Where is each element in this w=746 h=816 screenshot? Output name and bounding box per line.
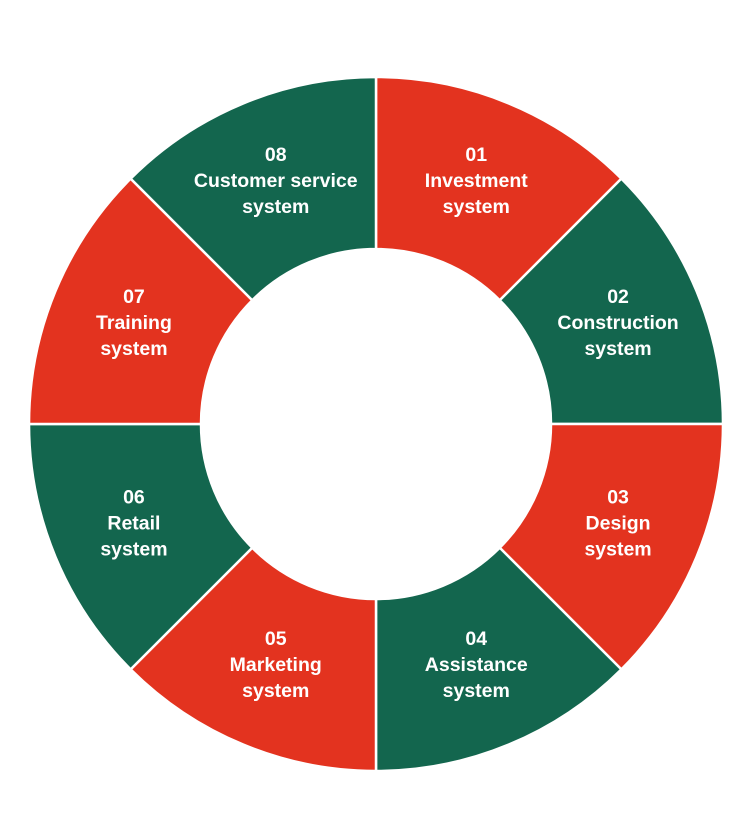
labels-layer: 01Investmentsystem02Constructionsystem03… xyxy=(96,144,679,702)
segment-title-line: Assistance xyxy=(425,654,528,676)
segment-06 xyxy=(27,422,255,672)
segment-title-line: Retail xyxy=(107,512,160,534)
segment-title-line: Marketing xyxy=(230,654,322,676)
segment-03 xyxy=(497,422,725,672)
segment-01 xyxy=(374,75,624,303)
segment-title-line: system xyxy=(443,680,510,702)
segment-number: 05 xyxy=(265,628,287,650)
segment-08 xyxy=(128,75,378,303)
segment-title-line: system xyxy=(443,196,510,218)
segment-title-line: system xyxy=(100,338,167,360)
segment-07 xyxy=(27,176,255,426)
segment-number: 02 xyxy=(607,286,629,308)
segments-layer xyxy=(27,75,725,773)
segment-05 xyxy=(128,545,378,773)
segment-title-line: Customer service xyxy=(194,170,358,192)
segment-title-line: system xyxy=(584,538,651,560)
segment-number: 01 xyxy=(465,144,487,166)
segment-title-line: Design xyxy=(586,512,651,534)
segment-title-line: Training xyxy=(96,312,172,334)
segment-number: 07 xyxy=(123,286,145,308)
segment-number: 08 xyxy=(265,144,287,166)
segment-02 xyxy=(497,176,725,426)
segment-title-line: system xyxy=(100,538,167,560)
segment-title-line: system xyxy=(584,338,651,360)
segment-number: 04 xyxy=(465,628,487,650)
segment-04 xyxy=(374,545,624,773)
segment-title-line: system xyxy=(242,196,309,218)
segment-number: 06 xyxy=(123,486,145,508)
segment-title-line: Construction xyxy=(557,312,678,334)
segment-title-line: system xyxy=(242,680,309,702)
segment-title-line: Investment xyxy=(425,170,528,192)
segment-number: 03 xyxy=(607,486,629,508)
